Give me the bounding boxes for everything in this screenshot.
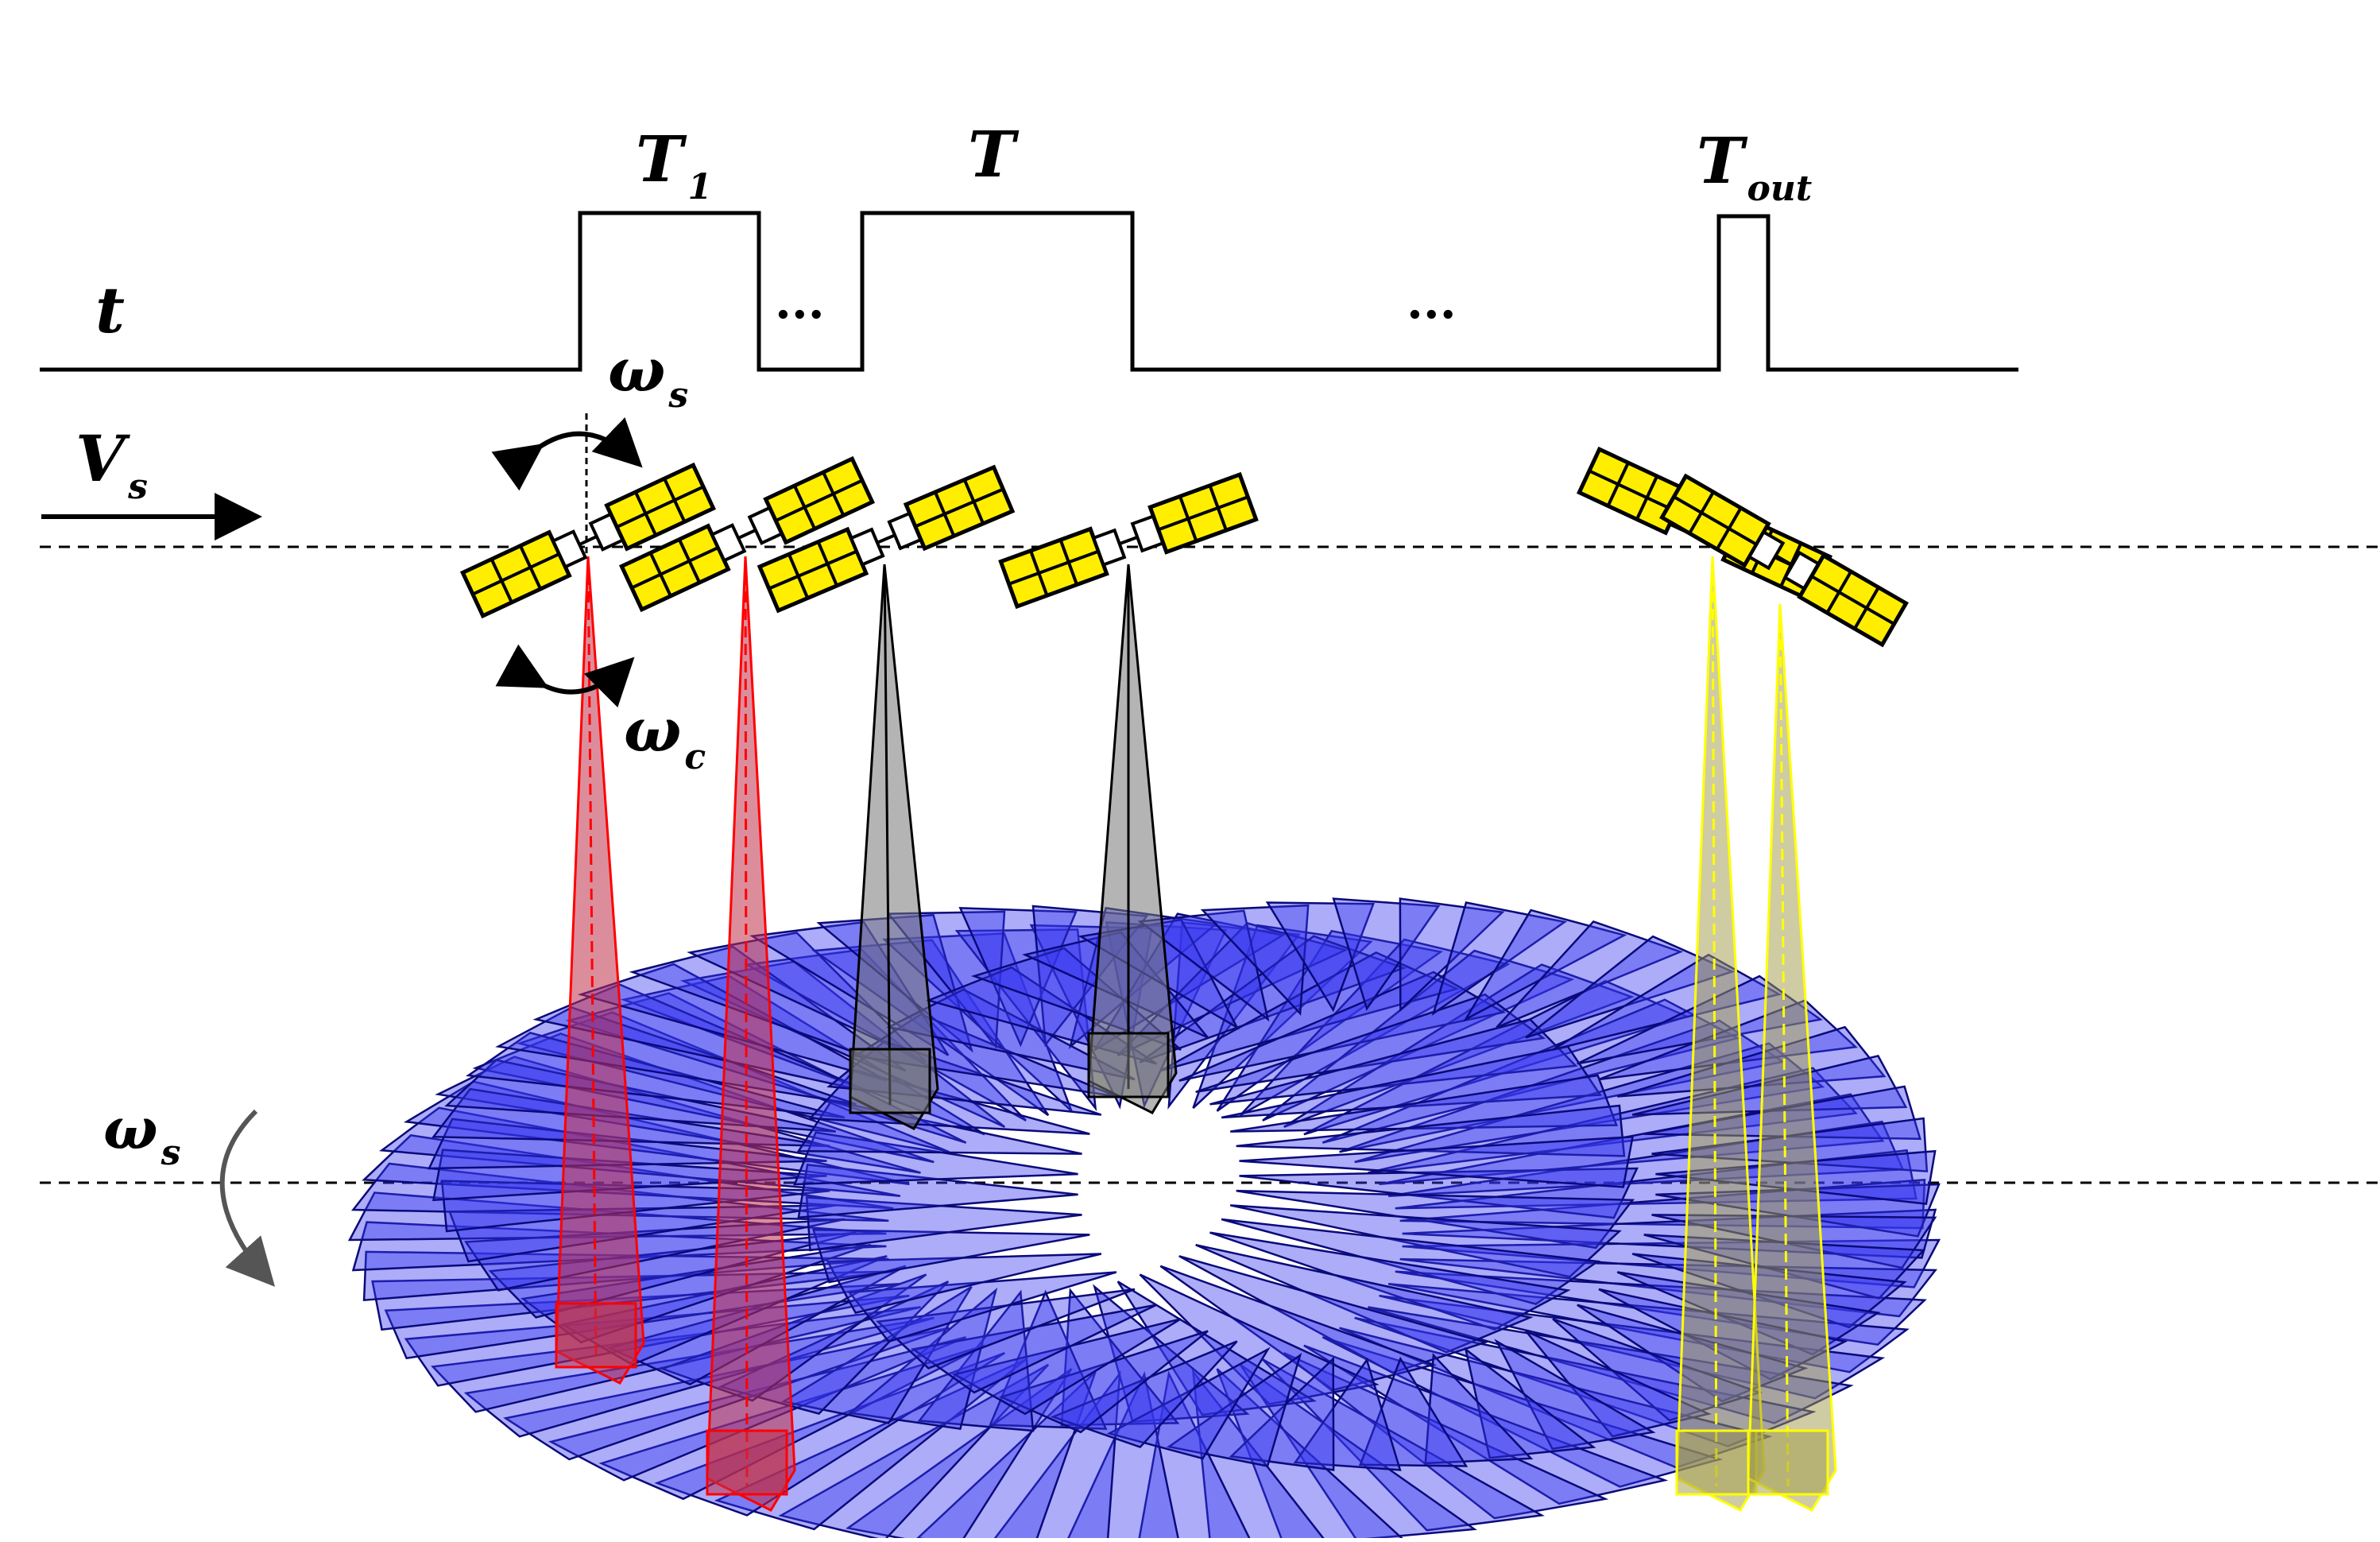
target-panel xyxy=(1139,1273,1380,1405)
satellite-icon xyxy=(1662,476,1906,645)
target-panel xyxy=(1239,1135,1635,1188)
target-panel xyxy=(403,1080,910,1186)
target-panel xyxy=(1060,1288,1180,1427)
beam-volume xyxy=(706,556,796,1512)
beam-volume xyxy=(1747,603,1837,1512)
target-panel xyxy=(1159,1265,1438,1392)
timing-waveform xyxy=(40,211,2018,372)
target-panel xyxy=(1192,924,1373,1110)
beam-footprint xyxy=(555,1302,637,1369)
target-panel xyxy=(714,1358,1027,1531)
target-panel xyxy=(1093,1284,1250,1424)
imaging-beam xyxy=(1747,603,1837,1512)
target-panel xyxy=(847,1287,998,1430)
target-panel xyxy=(1195,1243,1534,1354)
target-panel xyxy=(1139,935,1407,1064)
target-panel xyxy=(1166,1352,1302,1467)
beam-volume xyxy=(1087,564,1178,1114)
target-panel xyxy=(991,1370,1121,1542)
target-panel xyxy=(998,1330,1209,1434)
target-panel xyxy=(1525,935,1736,1039)
target-panel xyxy=(1178,1255,1489,1374)
target-panel xyxy=(1065,1371,1180,1542)
t-label: T xyxy=(968,117,1020,192)
target-panel xyxy=(1379,1093,1885,1186)
target-rotation-arrow xyxy=(219,1109,276,1287)
beam-volume xyxy=(1675,556,1766,1512)
beam-footprint xyxy=(706,1429,788,1496)
target-panel xyxy=(431,1306,921,1413)
target-panel xyxy=(1116,1280,1317,1416)
imaging-beams xyxy=(555,556,1837,1512)
omega-c-rotation-arrow xyxy=(495,644,635,708)
target-panel xyxy=(1209,1018,1578,1106)
beam-edge xyxy=(883,564,892,1106)
beam-footprint xyxy=(1675,1429,1758,1496)
time-axis-label: t xyxy=(95,273,125,347)
target-panel xyxy=(1332,897,1441,1011)
beam-edge xyxy=(1711,556,1718,1487)
imaging-beam xyxy=(849,564,939,1130)
target-panel xyxy=(1322,1336,1724,1488)
omega-s-rotation-arrow xyxy=(491,417,643,491)
target-panel xyxy=(1303,1344,1669,1505)
target-panel xyxy=(1229,1204,1622,1278)
target-panel xyxy=(1221,1218,1601,1305)
target-panel xyxy=(1464,1346,1596,1459)
beam-edge xyxy=(586,556,598,1360)
target-panel xyxy=(1216,1368,1407,1542)
target-panel xyxy=(1209,1231,1571,1331)
target-panel xyxy=(1195,993,1546,1094)
beam-edge xyxy=(744,556,749,1487)
omega-s-target-label: ωs xyxy=(103,1095,180,1173)
beam-volume xyxy=(849,564,939,1130)
ellipsis-1: ... xyxy=(775,274,825,330)
target-panel xyxy=(1424,1353,1534,1465)
imaging-beam xyxy=(706,556,796,1512)
target-panel xyxy=(1221,1045,1602,1119)
tout-label: Tout xyxy=(1697,123,1812,209)
target-panel xyxy=(1050,1340,1238,1449)
target-panel xyxy=(1463,909,1627,1022)
beam-footprint xyxy=(1747,1429,1829,1496)
target-panel xyxy=(1230,1074,1618,1133)
target-panel xyxy=(1239,1363,1477,1541)
imaging-beam xyxy=(1087,564,1178,1114)
target-panel xyxy=(1159,951,1460,1072)
target-panel xyxy=(1496,920,1684,1029)
target-panel xyxy=(1178,971,1507,1082)
target-panel xyxy=(1265,901,1376,1013)
target-panel xyxy=(915,1370,1097,1542)
target-panel xyxy=(1106,1346,1271,1460)
target-panel xyxy=(1293,1358,1402,1471)
target-panel xyxy=(1431,901,1568,1017)
omega-s-satellite-label: ωs xyxy=(608,335,688,416)
imaging-beam xyxy=(1675,556,1766,1512)
target-panel xyxy=(778,1363,1050,1542)
target-panel xyxy=(1358,1356,1469,1467)
beam-footprint xyxy=(849,1048,931,1114)
target-panel xyxy=(1200,904,1310,1016)
target-panel xyxy=(1137,909,1270,1022)
velocity-label: Vs xyxy=(75,421,148,507)
beam-volume xyxy=(555,556,645,1385)
beam-footprint xyxy=(1087,1032,1170,1098)
ellipsis-2: ... xyxy=(1407,274,1457,330)
omega-c-label: ωc xyxy=(624,695,706,777)
beam-edge xyxy=(1778,603,1790,1487)
target-panel xyxy=(1137,1370,1252,1542)
imaging-beam xyxy=(555,556,645,1385)
